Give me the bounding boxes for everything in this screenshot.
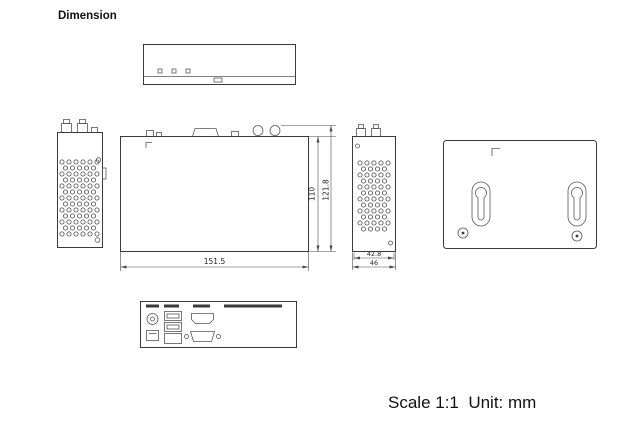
side-connector: [358, 124, 364, 129]
front-led-mark: [185, 68, 191, 74]
screw-hole: [571, 230, 583, 242]
power-jack-pin: [150, 316, 155, 322]
hdmi-port: [191, 313, 214, 324]
keyhole-mount-slot: [475, 187, 487, 221]
dim-side-width: 42.8 46: [352, 250, 396, 270]
left-side-view: [57, 119, 107, 248]
page-title: Dimension: [58, 10, 117, 22]
corner-mark: [491, 148, 500, 156]
left-vent-holes: [59, 159, 100, 237]
port-label-strip: [146, 304, 159, 308]
front-led-mark: [171, 68, 177, 74]
usb-port: [164, 322, 182, 332]
vga-screw: [184, 334, 189, 339]
side-connector: [77, 123, 88, 133]
keyhole-mount-outline: [567, 181, 587, 227]
dim-label-height-outer: 121.8: [322, 179, 331, 201]
lan-port: [164, 333, 182, 344]
dim-main-height: 110 121.8: [281, 125, 336, 252]
corner-mark: [145, 142, 152, 148]
power-jack: [146, 313, 159, 325]
screw-hole: [388, 240, 393, 246]
screw-hole-center: [575, 234, 579, 238]
dim-main-width: 151.5: [120, 251, 309, 271]
vga-connector-top: [191, 128, 220, 137]
port-label-strip: [164, 304, 179, 308]
bottom-view: [443, 140, 597, 249]
vga-screw: [216, 334, 221, 339]
scale-note: Scale 1:1 Unit: mm: [388, 393, 537, 412]
screw-hole: [355, 143, 360, 149]
right-side-view: [352, 124, 396, 252]
screw-hole: [94, 237, 101, 243]
side-connector: [91, 127, 98, 133]
right-vent-holes: [357, 160, 391, 232]
screw-hole: [95, 157, 102, 163]
power-switch: [146, 330, 159, 341]
dim-label-width: 151.5: [204, 257, 226, 266]
side-tab: [102, 167, 107, 180]
bnc-connector-top: [252, 125, 264, 136]
keyhole-mount-outline: [471, 181, 491, 227]
side-connector: [61, 123, 72, 133]
rear-connector-top: [146, 130, 154, 137]
usb-port-tongue: [166, 324, 180, 330]
rear-view: [140, 301, 297, 348]
side-connector: [371, 128, 381, 137]
vga-port: [189, 331, 216, 342]
screw-hole-center: [461, 231, 465, 235]
keyhole-mount-slot: [571, 187, 583, 221]
dim-label-depth-outer: 46: [370, 259, 378, 267]
rear-connector-top: [156, 132, 162, 137]
dim-label-depth-inner: 42.8: [367, 250, 381, 258]
screw-hole: [457, 227, 469, 239]
usb-port-tongue: [166, 313, 180, 319]
side-connector: [79, 119, 86, 124]
port-label-strip: [193, 304, 210, 308]
front-led-mark: [157, 68, 163, 74]
side-connector: [373, 124, 379, 129]
side-connector: [63, 119, 70, 124]
front-view: [143, 44, 296, 85]
rear-connector-top: [231, 131, 239, 137]
top-view: [120, 125, 309, 252]
dim-label-height-inner: 110: [308, 187, 317, 202]
side-connector: [356, 128, 366, 137]
usb-port: [164, 311, 182, 321]
front-ir-window: [213, 77, 223, 83]
port-label-strip: [224, 304, 282, 308]
bnc-connector-top: [269, 125, 281, 136]
